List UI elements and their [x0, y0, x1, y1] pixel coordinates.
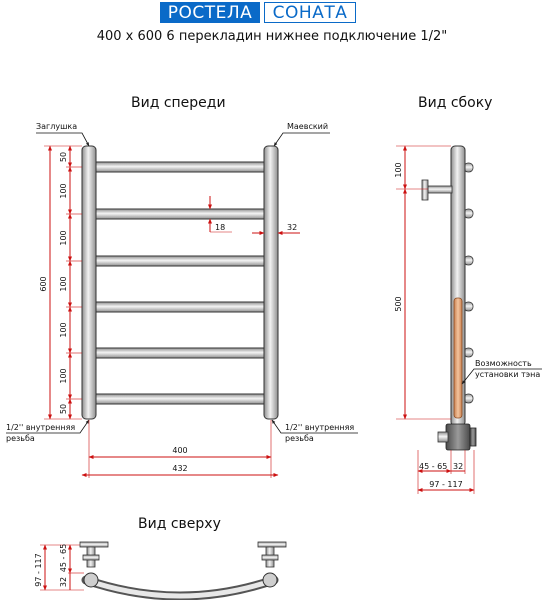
- side-dim-depth-text: 97 - 117: [429, 480, 462, 489]
- dim-center-distance-text: 400: [172, 446, 187, 455]
- leader-valve: [273, 132, 330, 147]
- top-view-drawing: 97 - 117 45 - 65 32: [34, 541, 287, 600]
- top-dim-offset-text: 45 - 65: [59, 544, 68, 572]
- top-right-clip: [261, 554, 279, 561]
- front-view-title: Вид спереди: [131, 95, 226, 111]
- brand-logo-sonata: СОНАТА: [264, 2, 356, 23]
- leader-plug: [36, 132, 90, 147]
- dim-seg-text-3: 100: [59, 230, 68, 245]
- product-subtitle: 400 х 600 6 перекладин нижнее подключени…: [96, 29, 448, 44]
- dim-overall-width-text: 432: [172, 464, 187, 473]
- dim-seg-text-6: 100: [59, 368, 68, 383]
- front-crossbars: [89, 161, 271, 405]
- dim-seg-text-2: 100: [59, 183, 68, 198]
- label-thread-right-line2: резьба: [285, 434, 314, 443]
- side-heater-element: [453, 297, 463, 419]
- crossbar-1: [89, 161, 271, 173]
- top-right-flange: [257, 541, 287, 548]
- side-bottom-outlet: [437, 431, 449, 443]
- label-thread-left-line1: 1/2'' внутренняя: [6, 423, 75, 432]
- right-pipe: [263, 145, 279, 420]
- dim-bar-thickness-text: 18: [215, 223, 225, 232]
- side-label-heater-line1: Возможность: [475, 359, 532, 368]
- side-dim-main-text: 500: [394, 296, 403, 311]
- front-view-drawing: Заглушка Маевский 1/2'' внутренняя резьб…: [6, 122, 358, 478]
- label-plug: Заглушка: [36, 122, 77, 131]
- side-label-heater-line2: установки тэна: [475, 370, 540, 379]
- side-view-drawing: 100 500 Возможность установки тэна 45 - …: [394, 145, 542, 494]
- side-bracket-flange: [421, 179, 429, 201]
- dim-pipe-diameter-text: 32: [287, 223, 297, 232]
- top-curved-bar-highlight: [83, 577, 277, 599]
- dim-seg-text-7: 50: [59, 404, 68, 414]
- side-dim-offset-text: 45 - 65: [419, 462, 447, 471]
- side-bracket-arm: [427, 185, 453, 194]
- brand-logo-rostela: РОСТЕЛА: [160, 2, 260, 23]
- side-leader-heater: [461, 368, 542, 385]
- dim-seg-text-4: 100: [59, 276, 68, 291]
- side-dim-top-text: 100: [394, 162, 403, 177]
- dim-seg-text-1: 50: [59, 152, 68, 162]
- side-dim-pipe-text: 32: [453, 462, 463, 471]
- side-view-title: Вид сбоку: [418, 95, 493, 111]
- top-view-title: Вид сверху: [138, 516, 221, 532]
- top-right-pipe: [262, 572, 278, 588]
- top-left-pipe: [83, 572, 99, 588]
- leader-thread-left: [6, 419, 90, 434]
- side-bottom-fitting: [445, 423, 471, 451]
- label-valve: Маевский: [287, 122, 328, 131]
- dim-seg-text-5: 100: [59, 322, 68, 337]
- label-thread-right-line1: 1/2'' внутренняя: [285, 423, 354, 432]
- top-dim-depth-text: 97 - 117: [34, 553, 43, 586]
- leader-thread-right: [271, 419, 358, 434]
- side-bottom-cap: [469, 427, 477, 447]
- top-left-flange: [79, 541, 109, 548]
- dim-segments: 50 100 100 100 100 100 50: [59, 145, 82, 420]
- crossbar-3: [89, 255, 271, 267]
- crossbar-4: [89, 301, 271, 313]
- crossbar-6: [89, 393, 271, 405]
- dim-total-height-text: 600: [39, 276, 48, 291]
- crossbar-2: [89, 208, 271, 220]
- crossbar-5: [89, 347, 271, 359]
- top-left-clip: [82, 554, 100, 561]
- top-dim-pipe-text: 32: [59, 577, 68, 587]
- label-thread-left-line2: резьба: [6, 434, 35, 443]
- left-pipe: [81, 145, 97, 420]
